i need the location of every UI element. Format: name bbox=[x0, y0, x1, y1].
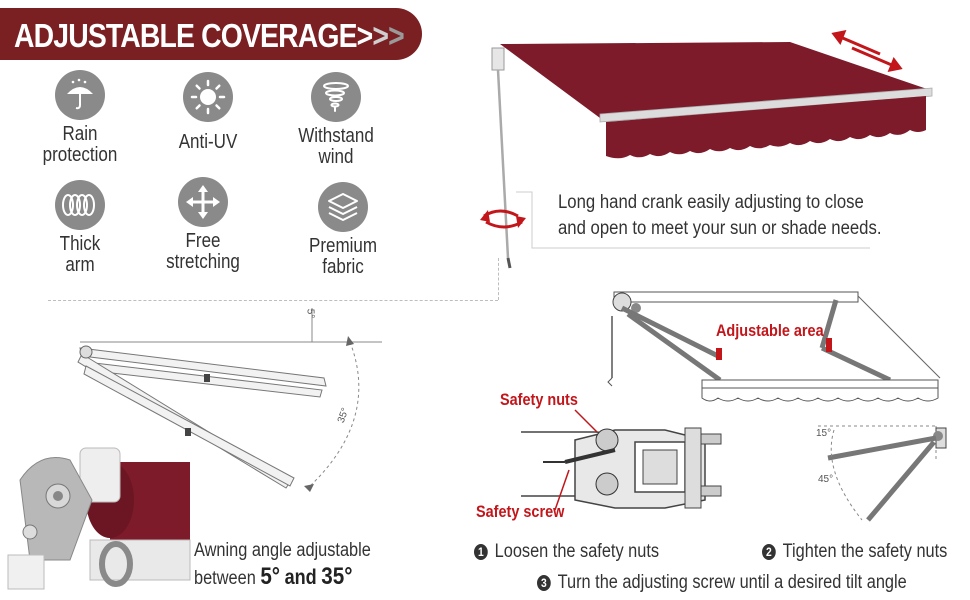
divider bbox=[498, 258, 499, 300]
step-text: Tighten the safety nuts bbox=[782, 541, 948, 562]
tilt-diagram bbox=[818, 425, 947, 522]
angle-min-label: 5° bbox=[304, 308, 316, 319]
sun-icon bbox=[183, 72, 233, 122]
safety-mechanism-diagram bbox=[521, 409, 722, 511]
angle-caption-line2: between 5° and 35° bbox=[194, 564, 371, 592]
chevron-right-icon: > bbox=[388, 17, 405, 54]
step-text: Turn the adjusting screw until a desired… bbox=[557, 572, 907, 593]
tilt-large-label: 45° bbox=[818, 474, 834, 485]
safety-nuts-label: Safety nuts bbox=[500, 390, 578, 409]
step-2: 2 Tighten the safety nuts bbox=[762, 541, 947, 563]
feature-label: Free stretching bbox=[166, 230, 240, 273]
feature-anti-uv: Anti-UV bbox=[148, 72, 268, 153]
feature-free-stretching: Free stretching bbox=[143, 177, 263, 273]
feature-label: Thick arm bbox=[59, 233, 101, 276]
feature-label: Rain protection bbox=[42, 123, 118, 166]
angle-min-value: 5° bbox=[260, 563, 281, 590]
angle-caption-line1: Awning angle adjustable bbox=[194, 540, 371, 561]
step-3: 3 Turn the adjusting screw until a desire… bbox=[537, 572, 907, 594]
angle-diagram bbox=[77, 308, 382, 492]
step-number: 1 bbox=[474, 544, 488, 560]
adjustable-area-diagram bbox=[607, 291, 941, 402]
angle-max-value: 35° bbox=[321, 563, 353, 590]
step-text: Loosen the safety nuts bbox=[494, 541, 660, 562]
angle-and-word: and bbox=[284, 566, 317, 589]
tilt-small-label: 15° bbox=[816, 428, 832, 439]
banner-title-text: ADJUSTABLE COVERAGE bbox=[14, 17, 358, 54]
feature-label: Withstand wind bbox=[298, 125, 374, 168]
step-number: 2 bbox=[762, 544, 776, 560]
crank-description: Long hand crank easily adjusting to clos… bbox=[558, 192, 882, 239]
chevron-right-icon: > bbox=[372, 17, 389, 54]
angle-caption: Awning angle adjustable between 5° and 3… bbox=[194, 538, 371, 592]
divider bbox=[48, 300, 498, 301]
bracket-photo bbox=[0, 440, 195, 600]
banner-title: ADJUSTABLE COVERAGE>>> bbox=[14, 17, 405, 55]
title-banner: ADJUSTABLE COVERAGE>>> bbox=[0, 8, 422, 60]
feature-label: Anti-UV bbox=[178, 131, 238, 153]
awning-illustration bbox=[480, 30, 933, 269]
angle-caption-prefix: between bbox=[194, 568, 256, 589]
coil-arm-icon bbox=[55, 180, 105, 230]
adjustable-area-label: Adjustable area bbox=[716, 321, 824, 340]
expand-arrows-icon bbox=[178, 177, 228, 227]
safety-screw-label: Safety screw bbox=[476, 502, 565, 521]
tornado-icon bbox=[311, 72, 361, 122]
feature-premium-fabric: Premium fabric bbox=[283, 182, 403, 278]
step-number: 3 bbox=[537, 575, 551, 591]
fabric-layers-icon bbox=[318, 182, 368, 232]
umbrella-rain-icon bbox=[55, 70, 105, 120]
feature-rain-protection: Rain protection bbox=[20, 70, 140, 166]
feature-withstand-wind: Withstand wind bbox=[276, 72, 396, 168]
chevron-right-icon: > bbox=[356, 17, 374, 54]
feature-label: Premium fabric bbox=[308, 235, 377, 278]
step-1: 1 Loosen the safety nuts bbox=[474, 541, 659, 563]
feature-thick-arm: Thick arm bbox=[20, 180, 140, 276]
